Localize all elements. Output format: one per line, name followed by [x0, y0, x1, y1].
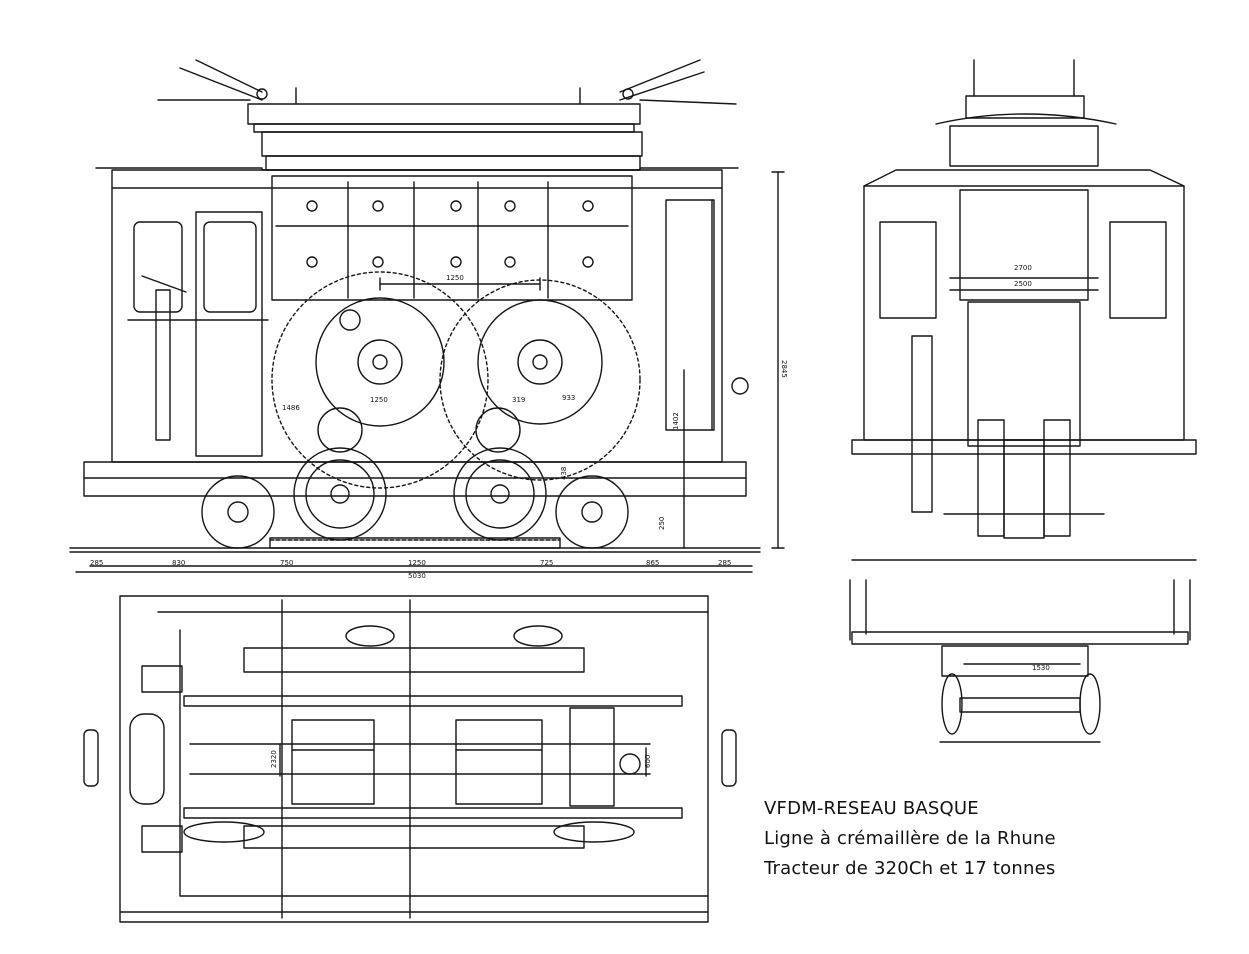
dim-bottom-1: 830 [172, 559, 185, 567]
plan-view [83, 595, 737, 923]
cab-window-left [133, 221, 183, 313]
dim-bottom-2: 750 [280, 559, 293, 567]
dim-bottom-6: 285 [718, 559, 731, 567]
dim-gear-small: 1486 [282, 404, 300, 412]
title-line-1: VFDM-RESEAU BASQUE [764, 798, 979, 819]
dim-bottom-4: 725 [540, 559, 553, 567]
brake-drum [911, 335, 933, 513]
main-gear-left [315, 297, 445, 427]
pantograph [157, 59, 737, 133]
dim-bottom-3: 1250 [408, 559, 426, 567]
dim-gear-small2: 933 [562, 394, 575, 402]
title-block: VFDM-RESEAU BASQUE Ligne à crémaillère d… [764, 794, 1224, 884]
dim-total-height: 2845 [780, 360, 788, 378]
gear-stack-right [455, 719, 543, 805]
side-elevation [69, 59, 785, 573]
cab-door-left [203, 221, 257, 313]
gear-stack-left [291, 719, 375, 805]
title-line-2: Ligne à crémaillère de la Rhune [764, 828, 1056, 849]
dim-rail-height: 250 [658, 517, 666, 530]
dim-wheel-r-right: 319 [512, 396, 525, 404]
dim-bottom-0: 285 [90, 559, 103, 567]
end-section [849, 579, 1191, 743]
dim-rack-height: 438 [560, 467, 568, 480]
dim-bottom-5: 865 [646, 559, 659, 567]
end-elevation [851, 59, 1197, 561]
dim-gear-centres: 1250 [446, 274, 464, 282]
dim-gauge: 1530 [1032, 664, 1050, 672]
dim-axle-a: 2320 [270, 750, 278, 768]
dim-axle-b: 600 [644, 755, 652, 768]
frame-outline [119, 595, 709, 923]
dim-lower-width: 2500 [1014, 280, 1032, 288]
cab-body [111, 169, 723, 463]
main-gear-right [477, 299, 603, 425]
dim-mid-height: 1402 [672, 412, 680, 430]
dim-upper-width: 2700 [1014, 264, 1032, 272]
title-line-3: Tracteur de 320Ch et 17 tonnes [764, 858, 1056, 879]
dim-overall-length: 5030 [408, 572, 426, 580]
dim-wheel-r-left: 1250 [370, 396, 388, 404]
